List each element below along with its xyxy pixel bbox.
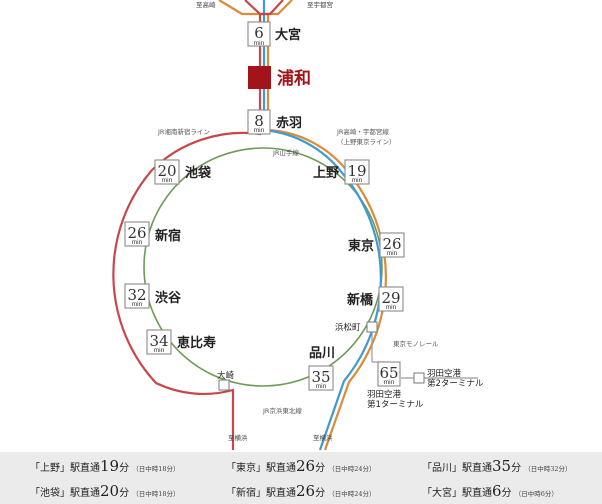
svg-text:6: 6 — [254, 24, 264, 42]
station-akabane: 8 min 赤羽 — [247, 109, 302, 135]
label-takasaki-utsunomiya: JR高崎・宇都宮線 — [336, 127, 389, 136]
shonan-shinjuku-line-branch — [260, 0, 284, 16]
station-name-ebisu: 恵比寿 — [177, 335, 216, 351]
svg-text:min: min — [132, 239, 143, 246]
station-name-shinbashi: 新橋 — [347, 292, 374, 308]
station-ueno: 19 min 上野 — [313, 159, 370, 185]
station-name-haneda-t2-terminal: 第2ターミナル — [427, 378, 484, 389]
footer-item-tokyo: 「東京」駅直通26分 （日中時24分） — [226, 457, 376, 475]
station-name-haneda-t1: 羽田空港 — [367, 389, 402, 400]
yamanote-line — [143, 147, 383, 387]
station-ebisu: 34 min 恵比寿 — [146, 329, 216, 355]
station-haneda-t1: 65 min 羽田空港 第1ターミナル — [367, 361, 424, 410]
station-urawa: 浦和 — [248, 66, 311, 89]
station-name-shinagawa: 品川 — [309, 346, 335, 361]
svg-text:min: min — [254, 40, 265, 47]
station-name-hamamatsucho: 浜松町 — [335, 322, 361, 333]
svg-text:min: min — [316, 383, 327, 390]
station-name-haneda-t1-terminal: 第1ターミナル — [367, 399, 424, 410]
station-name-shinjuku: 新宿 — [155, 228, 181, 244]
svg-text:19: 19 — [347, 162, 366, 180]
route-map: 至高崎 至宇都宮 至横浜 至横浜 JR湘南新宿ライン JR高崎・宇都宮線 （上野… — [112, 0, 484, 451]
svg-text:min: min — [387, 250, 398, 257]
shonan-shinjuku-line — [112, 0, 262, 450]
footer-item-ikebukuro: 「池袋」駅直通20分 （日中時18分） — [30, 482, 180, 500]
label-shonan-shinjuku: JR湘南新宿ライン — [157, 127, 210, 136]
station-name-ikebukuro: 池袋 — [185, 165, 212, 181]
svg-text:min: min — [352, 177, 363, 184]
haneda-t2-marker — [413, 372, 425, 384]
svg-text:min: min — [132, 301, 143, 308]
label-ueno-tokyo-line: （上野東京ライン） — [337, 137, 396, 146]
svg-text:29: 29 — [381, 289, 400, 307]
direction-yokohama-right: 至横浜 — [313, 433, 333, 442]
station-omiya: 6 min 大宮 — [247, 21, 301, 47]
station-name-urawa: 浦和 — [277, 68, 311, 89]
station-shinjuku: 26 min 新宿 — [124, 221, 181, 247]
svg-text:20: 20 — [157, 162, 176, 180]
svg-text:34: 34 — [149, 332, 168, 350]
svg-text:26: 26 — [127, 224, 146, 242]
station-tokyo: 26 min 東京 — [348, 232, 405, 258]
station-ikebukuro: 20 min 池袋 — [154, 159, 212, 185]
label-keihin-tohoku: JR京浜東北線 — [262, 406, 302, 415]
keihin-line — [262, 0, 382, 451]
footer-summary: 「上野」駅直通19分 （日中時18分） 「東京」駅直通26分 （日中時24分） … — [0, 452, 602, 504]
utsunomiya-line — [218, 0, 388, 451]
svg-text:65: 65 — [379, 364, 398, 382]
label-yamanote: JR山手線 — [272, 148, 299, 157]
footer-item-omiya: 「大宮」駅直通6分 （日中時6分） — [422, 482, 558, 500]
osaki-marker — [218, 379, 230, 391]
svg-text:32: 32 — [127, 286, 146, 304]
station-shinagawa: 35 min 品川 — [308, 346, 335, 391]
station-name-ueno: 上野 — [313, 166, 339, 181]
svg-text:min: min — [154, 347, 165, 354]
direction-takasaki: 至高崎 — [196, 0, 216, 9]
station-name-omiya: 大宮 — [275, 27, 301, 43]
footer-item-shinjuku: 「新宿」駅直通26分 （日中時24分） — [226, 482, 376, 500]
station-name-haneda-t2: 羽田空港 — [427, 368, 462, 379]
hamamatsucho-marker — [366, 321, 378, 333]
svg-text:min: min — [386, 304, 397, 311]
direction-utsunomiya: 至宇都宮 — [307, 0, 333, 9]
svg-text:min: min — [254, 127, 265, 134]
direction-yokohama-left: 至横浜 — [228, 433, 248, 442]
svg-text:8: 8 — [254, 112, 264, 130]
footer-item-ueno: 「上野」駅直通19分 （日中時18分） — [30, 457, 180, 475]
station-name-osaki: 大崎 — [217, 370, 235, 381]
footer-item-shinagawa: 「品川」駅直通35分 （日中時32分） — [422, 457, 572, 475]
svg-text:26: 26 — [382, 235, 401, 253]
station-name-shibuya: 渋谷 — [155, 290, 182, 306]
station-shinbashi: 29 min 新橋 — [347, 286, 404, 312]
station-name-akabane: 赤羽 — [276, 115, 302, 131]
svg-text:min: min — [384, 379, 395, 386]
svg-text:35: 35 — [311, 368, 330, 386]
station-name-tokyo: 東京 — [348, 238, 374, 254]
svg-text:min: min — [162, 177, 173, 184]
station-shibuya: 32 min 渋谷 — [124, 283, 182, 309]
label-monorail: 東京モノレール — [393, 339, 439, 348]
